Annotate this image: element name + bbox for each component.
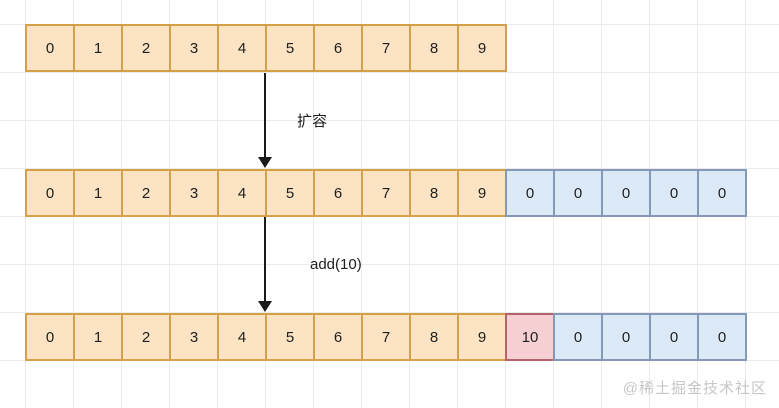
array-cell: 9 bbox=[457, 169, 507, 217]
array-cell: 3 bbox=[169, 169, 219, 217]
expand-label: 扩容 bbox=[297, 113, 328, 130]
array-cell: 8 bbox=[409, 169, 459, 217]
array-cell: 10 bbox=[505, 313, 555, 361]
array-cell: 8 bbox=[409, 24, 459, 72]
array-cell: 0 bbox=[697, 169, 747, 217]
expand-arrow-head-icon bbox=[258, 157, 272, 168]
array-cell: 0 bbox=[601, 169, 651, 217]
add-arrow-head-icon bbox=[258, 301, 272, 312]
array-cell: 9 bbox=[457, 313, 507, 361]
array-cell: 0 bbox=[25, 24, 75, 72]
array-cell: 5 bbox=[265, 169, 315, 217]
array-cell: 1 bbox=[73, 313, 123, 361]
array-cell: 4 bbox=[217, 313, 267, 361]
array-cell: 8 bbox=[409, 313, 459, 361]
array-cell: 0 bbox=[505, 169, 555, 217]
array-cell: 0 bbox=[25, 313, 75, 361]
array-cell: 3 bbox=[169, 24, 219, 72]
array-cell: 3 bbox=[169, 313, 219, 361]
array-cell: 4 bbox=[217, 24, 267, 72]
array-cell: 5 bbox=[265, 313, 315, 361]
array-cell: 7 bbox=[361, 313, 411, 361]
array-cell: 0 bbox=[649, 313, 699, 361]
array-cell: 0 bbox=[649, 169, 699, 217]
watermark: @稀土掘金技术社区 bbox=[622, 380, 767, 397]
array-cell: 2 bbox=[121, 169, 171, 217]
array-cell: 6 bbox=[313, 313, 363, 361]
array-cell: 0 bbox=[553, 313, 603, 361]
array-cell: 0 bbox=[601, 313, 651, 361]
array-cell: 6 bbox=[313, 24, 363, 72]
array-cell: 9 bbox=[457, 24, 507, 72]
array-cell: 0 bbox=[697, 313, 747, 361]
array-cell: 1 bbox=[73, 24, 123, 72]
array-cell: 6 bbox=[313, 169, 363, 217]
expand-arrow-line bbox=[264, 73, 266, 159]
array-cell: 0 bbox=[25, 169, 75, 217]
add-label: add(10) bbox=[310, 256, 362, 273]
array-cell: 4 bbox=[217, 169, 267, 217]
array-cell: 2 bbox=[121, 24, 171, 72]
array-cell: 1 bbox=[73, 169, 123, 217]
array-cell: 2 bbox=[121, 313, 171, 361]
array-cell: 7 bbox=[361, 169, 411, 217]
array-cell: 7 bbox=[361, 24, 411, 72]
array-cell: 5 bbox=[265, 24, 315, 72]
add-arrow-line bbox=[264, 217, 266, 303]
array-cell: 0 bbox=[553, 169, 603, 217]
